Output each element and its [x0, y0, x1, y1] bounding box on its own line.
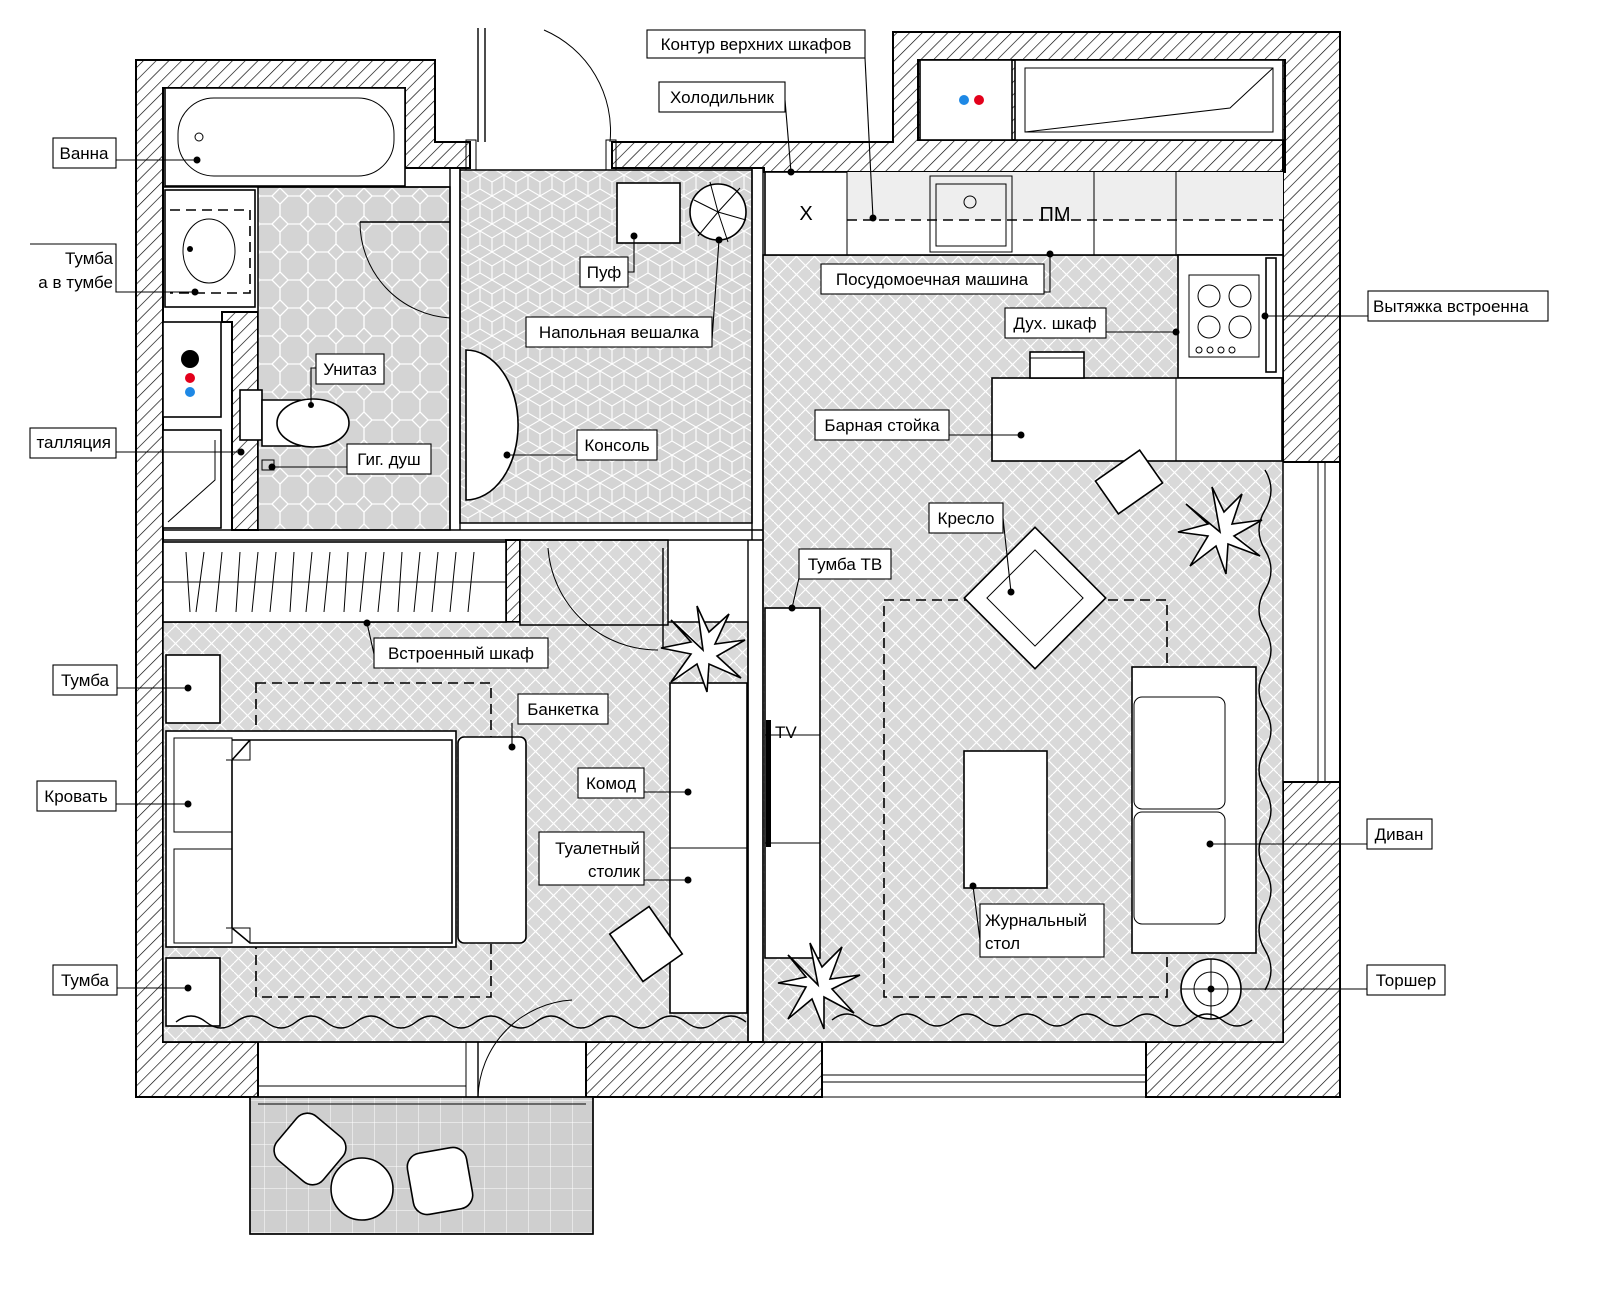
- plant-icons: [660, 486, 1263, 1030]
- dishwasher-mark: ПМ: [1039, 204, 1070, 226]
- dressing-chair: [608, 905, 684, 983]
- label-floor-lamp-box: [1366, 964, 1446, 996]
- kitchen: X ПМ: [764, 59, 1284, 515]
- bar-stool-top: [1029, 351, 1085, 379]
- tv-stand: [764, 607, 821, 959]
- label-console-box: [576, 429, 658, 461]
- label-bar-counter-box: [814, 409, 950, 441]
- doors: [359, 28, 664, 1098]
- bedside-bottom: [165, 957, 221, 1027]
- label-coffee-box: [979, 903, 1105, 958]
- tv: [766, 720, 771, 847]
- bench: [457, 736, 527, 944]
- label-oven-box: [1004, 307, 1107, 339]
- bar-counter: [991, 377, 1283, 462]
- label-bath: Ванна: [59, 144, 109, 163]
- partitions: [163, 168, 1341, 1235]
- label-dishwasher: Посудомоечная машина: [836, 270, 1029, 289]
- console: [465, 349, 519, 501]
- label-pouf: Пуф: [587, 263, 622, 282]
- label-toilet-box: [315, 353, 385, 385]
- bedroom: [162, 541, 748, 1029]
- riser: [162, 321, 222, 418]
- label-bedside-2-box: [52, 964, 118, 996]
- label-tv-stand: Тумба ТВ: [808, 555, 882, 574]
- label-dressing-1: Туалетный: [555, 839, 640, 858]
- armchair: [963, 526, 1107, 670]
- balcony: [273, 1112, 474, 1221]
- label-bedside-2: Тумба: [61, 971, 110, 990]
- label-floor-lamp: Торшер: [1376, 971, 1437, 990]
- label-installation-box: [29, 427, 117, 459]
- sofa: [1131, 666, 1257, 954]
- label-sofa: Диван: [1375, 825, 1424, 844]
- label-wardrobe: Встроенный шкаф: [388, 644, 534, 663]
- label-bar-counter: Барная стойка: [824, 416, 940, 435]
- living-curtain-side: [1258, 469, 1272, 991]
- coat-rack: [689, 181, 747, 243]
- bedroom-entry-floor: [519, 539, 669, 626]
- label-vanity-2: а в тумбе: [38, 273, 113, 292]
- shower-panel: [162, 429, 222, 529]
- label-coffee-2: стол: [985, 934, 1020, 953]
- label-dresser-box: [577, 767, 645, 799]
- label-hood-box: [1367, 290, 1549, 322]
- label-fridge: Холодильник: [670, 88, 774, 107]
- pouf: [616, 182, 681, 244]
- label-bench-box: [517, 693, 609, 725]
- installation-frame: [239, 389, 263, 441]
- label-upper-cabinets: Контур верхних шкафов: [661, 35, 852, 54]
- balcony-chair-right: [406, 1146, 474, 1216]
- label-dressing-2: столик: [588, 862, 641, 881]
- living-curtain-bottom: [831, 1013, 1253, 1027]
- plant-icon: [777, 942, 861, 1030]
- coffee-table: [963, 750, 1048, 889]
- plant-icon: [660, 605, 746, 693]
- label-sofa-box: [1366, 818, 1433, 850]
- label-dresser: Комод: [586, 774, 636, 793]
- label-hyg-shower: Гиг. душ: [357, 450, 420, 469]
- plant-icon: [1177, 486, 1263, 575]
- vanity: [164, 189, 256, 308]
- label-pouf-box: [579, 256, 629, 288]
- label-tv-stand-box: [798, 548, 892, 580]
- sink: [929, 175, 1013, 253]
- callouts: Ванна Тумба а в тумбе талляция Унитаз Ги…: [29, 29, 1549, 996]
- bedside-top: [165, 654, 221, 724]
- label-upper-cabinets-box: [646, 29, 866, 59]
- label-bed-box: [36, 780, 117, 812]
- bar-stool-bottom: [1094, 449, 1164, 515]
- label-coat-rack-box: [525, 316, 713, 348]
- label-toilet: Унитаз: [323, 360, 377, 379]
- label-hood: Вытяжка встроенна: [1373, 297, 1529, 316]
- label-bedside-1-box: [52, 664, 118, 696]
- label-coffee-1: Журнальный: [985, 911, 1087, 930]
- hall: [465, 181, 747, 501]
- balcony-chair-left: [273, 1112, 347, 1186]
- living: TV: [764, 469, 1272, 1027]
- label-oven: Дух. шкаф: [1013, 314, 1096, 333]
- label-dressing-box: [538, 831, 645, 886]
- label-vanity-1: Тумба: [65, 249, 114, 268]
- bathtub: [164, 87, 406, 187]
- balcony-table: [330, 1157, 394, 1221]
- label-fridge-box: [658, 81, 786, 113]
- bedroom-curtain: [175, 1015, 747, 1029]
- label-installation: талляция: [36, 433, 111, 452]
- label-bedside-1: Тумба: [61, 671, 110, 690]
- label-bed: Кровать: [44, 787, 108, 806]
- label-wardrobe-box: [373, 637, 549, 669]
- fridge-mark: X: [799, 203, 812, 225]
- label-armchair: Кресло: [938, 509, 995, 528]
- label-armchair-box: [928, 502, 1004, 534]
- label-console: Консоль: [584, 436, 649, 455]
- label-bench: Банкетка: [527, 700, 599, 719]
- label-hyg-shower-box: [346, 443, 432, 475]
- label-coat-rack: Напольная вешалка: [539, 323, 700, 342]
- bathroom: [162, 87, 406, 529]
- label-bath-box: [52, 137, 117, 169]
- label-dishwasher-box: [820, 263, 1045, 295]
- tv-mark: TV: [775, 723, 797, 742]
